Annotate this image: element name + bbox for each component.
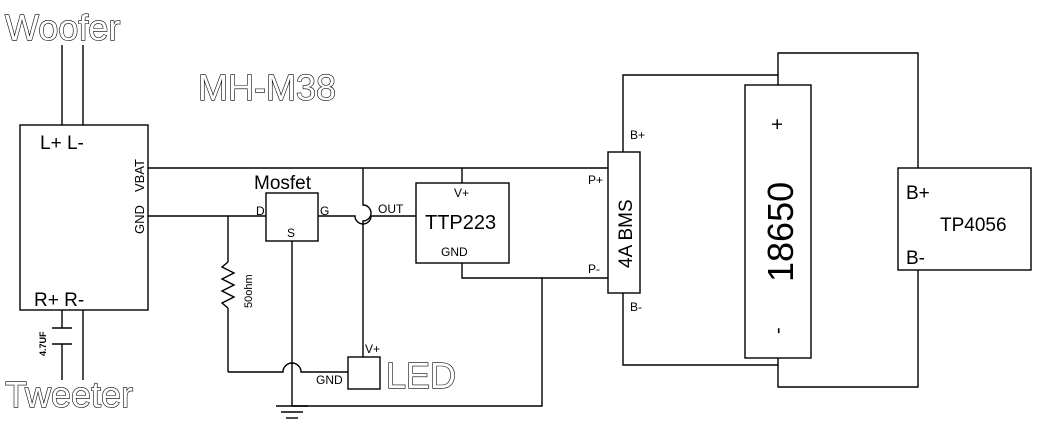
tp4056-charger-board [897,167,1032,271]
bms-label: 4A BMS [616,199,637,268]
bms-pplus-pin: P+ [588,173,603,187]
left-speaker-terminals: L+ L- [40,133,84,154]
bms-bminus-pin: B- [630,300,642,314]
ttp223-vplus-pin: V+ [454,186,469,200]
led-body [347,356,381,390]
mosfet-label: Mosfet [254,173,312,194]
charger-bminus-pin: B- [906,248,925,269]
mosfet-g-pin: G [320,204,329,218]
ttp223-label: TTP223 [425,212,496,234]
bms-pminus-pin: P- [588,262,600,276]
ttp223-gnd-pin: GND [441,245,468,259]
cell-minus-terminal: - [767,327,789,334]
led-gnd-pin: GND [316,373,343,387]
gnd-pin-label: GND [132,205,147,234]
mosfet-body [265,192,319,242]
capacitor [52,327,72,345]
mosfet-d-pin: D [256,204,265,218]
wires [61,45,919,419]
woofer-label: Woofer [5,7,120,48]
bms-bplus-pin: B+ [630,128,645,142]
module-title: MH-M38 [198,67,336,108]
out-label: OUT [378,202,404,216]
vbat-pin-label: VBAT [132,159,147,192]
right-speaker-terminals: R+ R- [34,290,84,311]
cell-plus-terminal: + [767,118,789,130]
led-vplus-pin: V+ [365,342,380,356]
mosfet-s-pin: S [287,226,295,240]
tweeter-label: Tweeter [5,374,133,415]
resistor-label: 50ohm [243,274,255,308]
charger-label: TP4056 [940,215,1007,236]
bms-board [607,151,641,294]
mh-m38-amplifier-board [19,124,149,311]
led-label: LED [386,355,456,396]
ttp223-board [415,182,510,264]
cell-label: 18650 [760,182,801,282]
battery-18650 [744,84,812,359]
charger-bplus-pin: B+ [906,183,930,204]
capacitor-label: 4.7UF [38,331,48,356]
